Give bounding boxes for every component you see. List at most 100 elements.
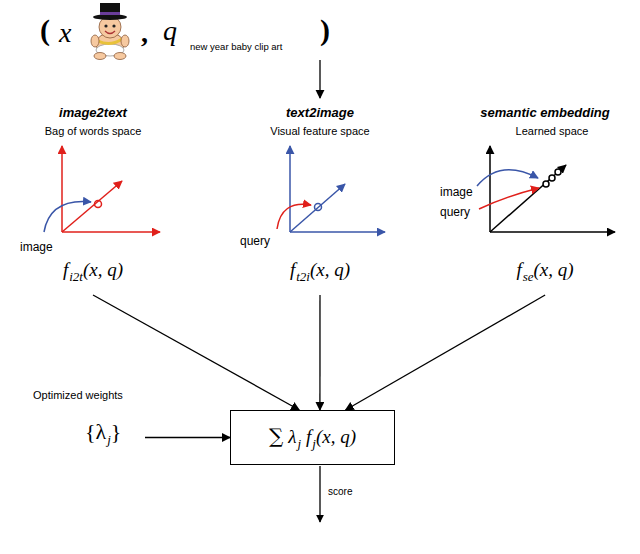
text-row: query bbox=[440, 203, 470, 219]
text2image-panel: text2imageVisual feature space query ft2i(… bbox=[235, 100, 405, 295]
node-text: f bbox=[63, 259, 68, 280]
baby-clipart bbox=[114, 53, 126, 60]
text-row: fse(x, q) bbox=[516, 260, 573, 283]
node-text: Visual feature space bbox=[270, 125, 369, 137]
node-text: Optimized weights bbox=[33, 389, 123, 401]
text-row: ft2i(x, q) bbox=[290, 260, 350, 283]
node-text: query bbox=[240, 234, 270, 248]
node-text: ) bbox=[320, 13, 330, 46]
node-text: image2text bbox=[59, 105, 127, 120]
node-text: j bbox=[311, 436, 316, 451]
output-label: score bbox=[328, 487, 352, 497]
baby-clipart bbox=[91, 35, 99, 47]
text-row: query bbox=[240, 232, 270, 248]
text-row: ∑λjfj(x, q) bbox=[269, 426, 356, 450]
text-row: ( bbox=[40, 15, 50, 45]
query-image-tuple: ( x, q new year baby clip art) bbox=[35, 5, 335, 60]
node-text: f bbox=[306, 426, 311, 447]
node-text: query bbox=[440, 205, 470, 219]
visual-feature-axes bbox=[315, 204, 322, 211]
node-text: (x, q) bbox=[316, 426, 356, 447]
node-text: j bbox=[296, 436, 301, 451]
node-text: t2i bbox=[295, 269, 310, 284]
text-row: new year baby clip art bbox=[190, 37, 282, 53]
node-text: f bbox=[290, 259, 295, 280]
query-mapping-curve bbox=[277, 204, 311, 229]
bag-of-words-axes bbox=[61, 146, 63, 232]
learned-space-axes bbox=[490, 146, 615, 232]
node-text: image bbox=[440, 185, 473, 199]
flow-arrow bbox=[145, 437, 230, 438]
text-row: x bbox=[59, 19, 71, 47]
baby-clipart bbox=[98, 39, 122, 44]
node-text: semantic embedding bbox=[480, 105, 609, 120]
image-mapping-curve bbox=[44, 202, 91, 232]
node-text: image bbox=[20, 240, 53, 254]
visual-feature-axes bbox=[289, 146, 291, 232]
flow-arrow bbox=[93, 295, 299, 410]
image-embedding-curve bbox=[477, 170, 538, 186]
baby-clipart bbox=[104, 24, 107, 27]
baby-clipart bbox=[112, 24, 115, 27]
text-row: semantic embedding bbox=[480, 104, 609, 120]
flow-arrow bbox=[319, 295, 320, 410]
text-row: Optimized weights bbox=[33, 386, 123, 402]
node-text: {λ bbox=[85, 419, 106, 444]
node-text: ∑ bbox=[269, 424, 283, 448]
visual-feature-axes bbox=[290, 231, 385, 233]
bag-of-words-axes bbox=[62, 181, 122, 232]
node-text: new year baby clip art bbox=[190, 41, 282, 52]
node-text: Bag of words space bbox=[45, 125, 142, 137]
image2text-panel: image2textBag of words spaceimagefi2t(x,… bbox=[8, 100, 178, 295]
baby-clipart bbox=[91, 3, 129, 60]
node-text: f bbox=[516, 259, 521, 280]
text-row: text2image bbox=[286, 104, 354, 120]
text-row: image bbox=[440, 183, 473, 199]
bag-of-words-axes bbox=[62, 231, 160, 233]
flow-arrow bbox=[346, 295, 546, 410]
node-text: se bbox=[522, 269, 534, 284]
weighted-sum-box: ∑λjfj(x, q) bbox=[230, 410, 395, 465]
node-text: ( bbox=[40, 13, 50, 46]
node-text: x bbox=[59, 17, 71, 48]
node-text: j bbox=[106, 432, 111, 447]
semantic-embedding-panel: semantic embeddingLearned space image quer… bbox=[430, 100, 632, 295]
optimized-weights: Optimized weights {λj} bbox=[30, 383, 145, 450]
text-row: , bbox=[141, 19, 148, 47]
text-row: Bag of words space bbox=[45, 122, 142, 138]
text-row: Visual feature space bbox=[270, 122, 369, 138]
visual-feature-axes bbox=[290, 146, 385, 232]
text-row: fi2t(x, q) bbox=[63, 260, 123, 283]
learned-space-axes bbox=[490, 231, 615, 233]
node-text: (x, q) bbox=[83, 259, 123, 280]
learned-space-axes bbox=[549, 175, 555, 181]
bag-of-words-axes bbox=[95, 201, 102, 208]
baby-clipart bbox=[105, 31, 115, 34]
text-row: image2text bbox=[59, 104, 127, 120]
learned-space-axes bbox=[543, 181, 549, 187]
baby-clipart bbox=[121, 35, 129, 47]
text-row: image bbox=[20, 238, 53, 254]
learned-space-axes bbox=[555, 169, 561, 175]
flow-arrow bbox=[319, 60, 320, 98]
query-embedding-curve bbox=[479, 188, 539, 209]
bag-of-words-axes bbox=[62, 146, 160, 232]
baby-clipart bbox=[100, 12, 120, 15]
text-row: ) bbox=[320, 15, 330, 45]
node-text: (x, q) bbox=[310, 259, 350, 280]
learned-space-axes bbox=[489, 146, 491, 232]
text-row: {λj} bbox=[85, 421, 121, 446]
learned-space-axes bbox=[490, 165, 566, 232]
node-text: Learned space bbox=[516, 125, 589, 137]
node-text: text2image bbox=[286, 105, 354, 120]
node-text: λ bbox=[288, 426, 296, 447]
node-text: i2t bbox=[68, 269, 83, 284]
baby-clipart bbox=[100, 3, 120, 17]
node-text: (x, q) bbox=[534, 259, 574, 280]
text-row: Learned space bbox=[516, 122, 589, 138]
text-row: q bbox=[163, 17, 177, 45]
node-text: q bbox=[163, 15, 177, 46]
visual-feature-axes bbox=[290, 184, 345, 232]
